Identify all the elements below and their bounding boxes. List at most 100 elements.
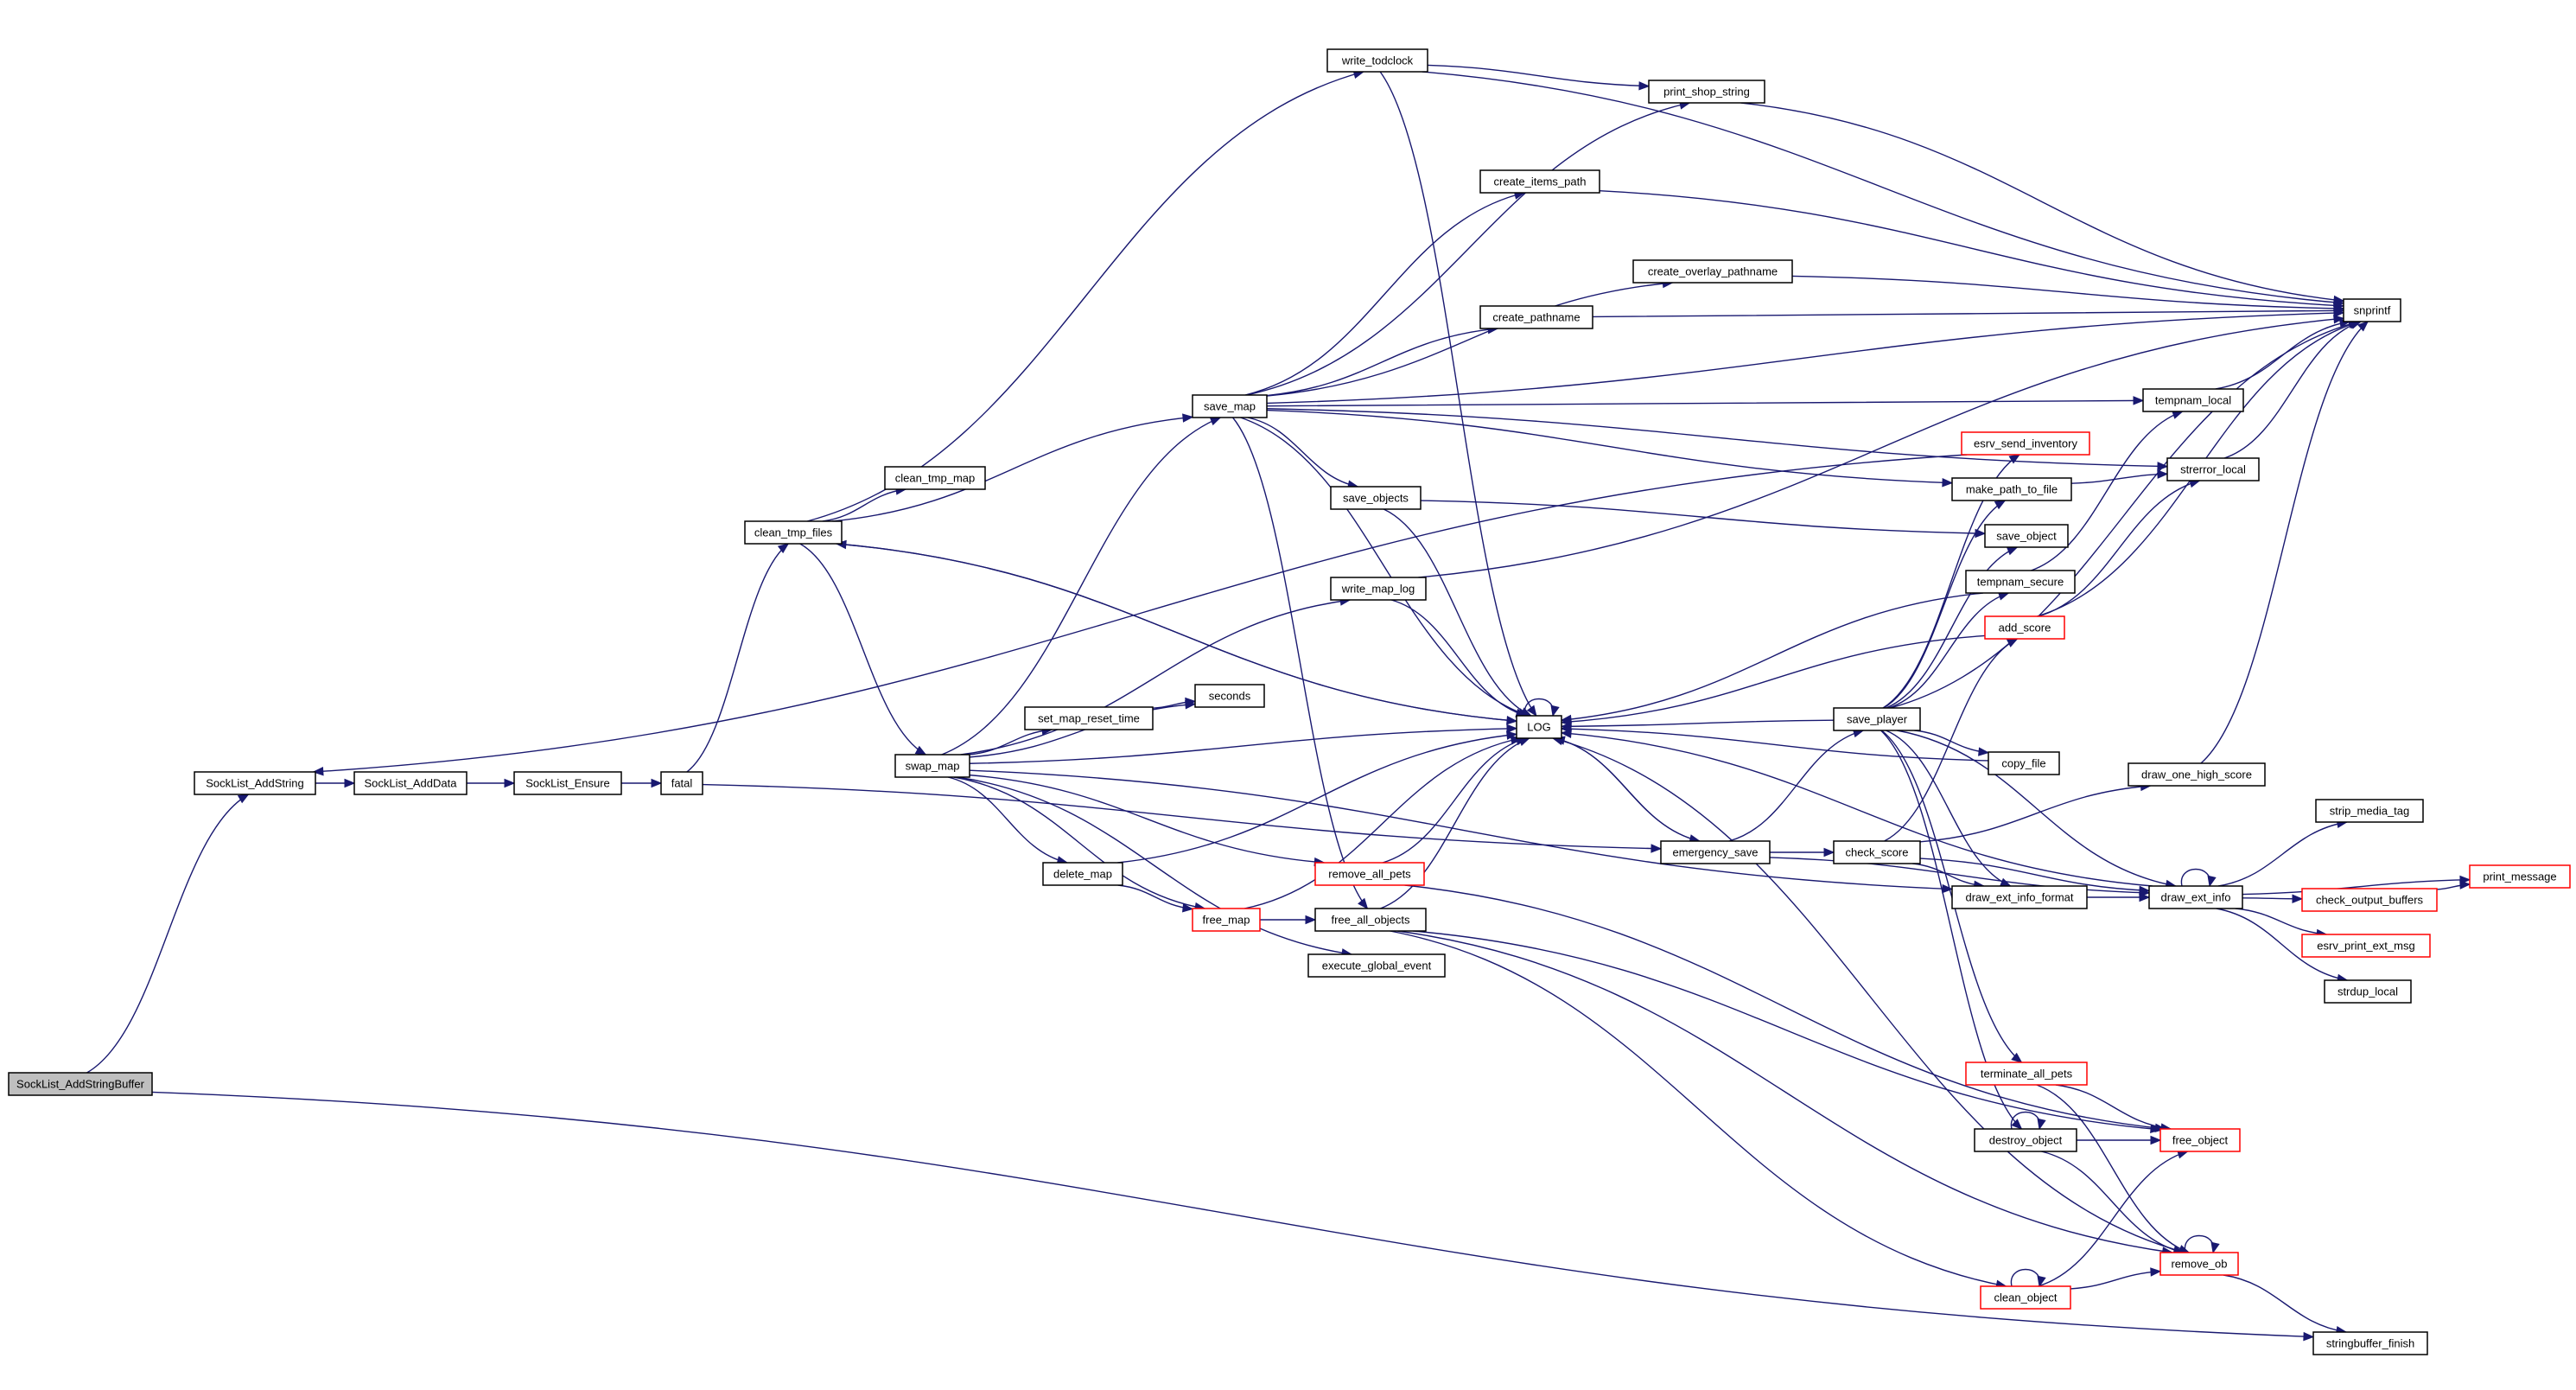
node-seconds[interactable]: seconds	[1194, 684, 1265, 708]
node-print-message[interactable]: print_message	[2469, 864, 2571, 889]
node-save-player[interactable]: save_player	[1833, 707, 1921, 731]
node-socklist-addstringbuffer[interactable]: SockList_AddStringBuffer	[8, 1072, 153, 1096]
node-box[interactable]	[2159, 1128, 2241, 1152]
node-box[interactable]	[1314, 908, 1427, 932]
node-check-score[interactable]: check_score	[1833, 840, 1921, 864]
node-box[interactable]	[1479, 169, 1600, 194]
node-box[interactable]	[1516, 715, 1562, 739]
node-box[interactable]	[2148, 885, 2243, 909]
node-box[interactable]	[1974, 1128, 2077, 1152]
node-terminate-all-pets[interactable]: terminate_all_pets	[1965, 1062, 2088, 1086]
node-box[interactable]	[1984, 615, 2065, 640]
node-remove-ob[interactable]: remove_ob	[2159, 1252, 2239, 1276]
node-box[interactable]	[2301, 888, 2438, 912]
node-box[interactable]	[1951, 477, 2072, 501]
node-socklist-adddata[interactable]: SockList_AddData	[353, 771, 467, 795]
node-box[interactable]	[1648, 80, 1765, 104]
node-box[interactable]	[1326, 48, 1428, 73]
node-write-todclock[interactable]: write_todclock	[1326, 48, 1428, 73]
node-box[interactable]	[1660, 840, 1771, 864]
node-free-object[interactable]: free_object	[2159, 1128, 2241, 1152]
node-socklist-addstring[interactable]: SockList_AddString	[194, 771, 316, 795]
node-box[interactable]	[894, 754, 970, 778]
node-save-objects[interactable]: save_objects	[1330, 486, 1422, 510]
node-box[interactable]	[8, 1072, 153, 1096]
node-box[interactable]	[1330, 486, 1422, 510]
node-box[interactable]	[1833, 840, 1921, 864]
node-set-map-reset-time[interactable]: set_map_reset_time	[1024, 706, 1154, 730]
node-box[interactable]	[2315, 799, 2424, 823]
node-free-map[interactable]: free_map	[1192, 908, 1261, 932]
node-execute-global-event[interactable]: execute_global_event	[1307, 953, 1446, 978]
node-box[interactable]	[660, 771, 703, 795]
node-box[interactable]	[1980, 1285, 2071, 1310]
node-box[interactable]	[744, 520, 843, 545]
node-strdup-local[interactable]: strdup_local	[2324, 979, 2412, 1004]
node-print-shop-string[interactable]: print_shop_string	[1648, 80, 1765, 104]
node-box[interactable]	[1330, 577, 1427, 601]
node-box[interactable]	[1951, 885, 2088, 909]
node-clean-object[interactable]: clean_object	[1980, 1285, 2071, 1310]
node-stringbuffer-finish[interactable]: stringbuffer_finish	[2312, 1331, 2428, 1355]
node-box[interactable]	[1984, 524, 2069, 548]
node-box[interactable]	[1194, 684, 1265, 708]
node-draw-ext-info-format[interactable]: draw_ext_info_format	[1951, 885, 2088, 909]
node-check-output-buffers[interactable]: check_output_buffers	[2301, 888, 2438, 912]
node-box[interactable]	[1965, 570, 2076, 594]
node-create-items-path[interactable]: create_items_path	[1479, 169, 1600, 194]
node-socklist-ensure[interactable]: SockList_Ensure	[513, 771, 622, 795]
node-swap-map[interactable]: swap_map	[894, 754, 970, 778]
node-snprintf[interactable]: snprintf	[2343, 298, 2401, 322]
node-esrv-print-ext-msg[interactable]: esrv_print_ext_msg	[2301, 934, 2431, 958]
node-box[interactable]	[1965, 1062, 2088, 1086]
node-box[interactable]	[884, 466, 986, 490]
node-add-score[interactable]: add_score	[1984, 615, 2065, 640]
node-create-overlay-pathname[interactable]: create_overlay_pathname	[1632, 259, 1793, 284]
node-box[interactable]	[1042, 862, 1123, 886]
node-draw-one-high-score[interactable]: draw_one_high_score	[2128, 762, 2266, 787]
node-destroy-object[interactable]: destroy_object	[1974, 1128, 2077, 1152]
node-save-object[interactable]: save_object	[1984, 524, 2069, 548]
node-box[interactable]	[1192, 394, 1268, 418]
node-box[interactable]	[2301, 934, 2431, 958]
node-copy-file[interactable]: copy_file	[1988, 751, 2060, 775]
node-box[interactable]	[1307, 953, 1446, 978]
node-box[interactable]	[2312, 1331, 2428, 1355]
node-box[interactable]	[1024, 706, 1154, 730]
node-clean-tmp-map[interactable]: clean_tmp_map	[884, 466, 986, 490]
node-box[interactable]	[1192, 908, 1261, 932]
node-esrv-send-inventory[interactable]: esrv_send_inventory	[1961, 431, 2090, 456]
node-box[interactable]	[1479, 305, 1593, 329]
node-box[interactable]	[2142, 388, 2244, 412]
node-make-path-to-file[interactable]: make_path_to_file	[1951, 477, 2072, 501]
node-delete-map[interactable]: delete_map	[1042, 862, 1123, 886]
node-emergency-save[interactable]: emergency_save	[1660, 840, 1771, 864]
node-box[interactable]	[1314, 862, 1425, 886]
node-draw-ext-info[interactable]: draw_ext_info	[2148, 885, 2243, 909]
node-tempnam-local[interactable]: tempnam_local	[2142, 388, 2244, 412]
node-box[interactable]	[2166, 457, 2260, 481]
node-clean-tmp-files[interactable]: clean_tmp_files	[744, 520, 843, 545]
node-write-map-log[interactable]: write_map_log	[1330, 577, 1427, 601]
node-log[interactable]: LOG	[1516, 715, 1562, 739]
node-box[interactable]	[2343, 298, 2401, 322]
node-strip-media-tag[interactable]: strip_media_tag	[2315, 799, 2424, 823]
node-save-map[interactable]: save_map	[1192, 394, 1268, 418]
node-box[interactable]	[1833, 707, 1921, 731]
node-box[interactable]	[353, 771, 467, 795]
node-remove-all-pets[interactable]: remove_all_pets	[1314, 862, 1425, 886]
node-box[interactable]	[1988, 751, 2060, 775]
node-free-all-objects[interactable]: free_all_objects	[1314, 908, 1427, 932]
node-box[interactable]	[513, 771, 622, 795]
node-box[interactable]	[2128, 762, 2266, 787]
node-box[interactable]	[1632, 259, 1793, 284]
node-strerror-local[interactable]: strerror_local	[2166, 457, 2260, 481]
node-box[interactable]	[2159, 1252, 2239, 1276]
node-create-pathname[interactable]: create_pathname	[1479, 305, 1593, 329]
node-tempnam-secure[interactable]: tempnam_secure	[1965, 570, 2076, 594]
node-box[interactable]	[2324, 979, 2412, 1004]
node-box[interactable]	[194, 771, 316, 795]
node-box[interactable]	[2469, 864, 2571, 889]
node-fatal[interactable]: fatal	[660, 771, 703, 795]
node-box[interactable]	[1961, 431, 2090, 456]
